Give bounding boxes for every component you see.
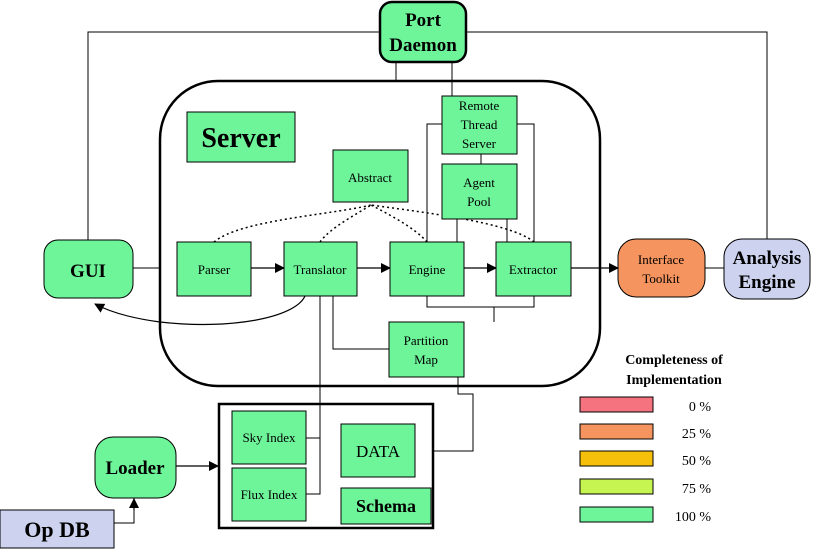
sky-index-node[interactable]: Sky Index (231, 410, 307, 465)
legend-swatch (579, 396, 654, 413)
flux-index-label: Flux Index (241, 487, 298, 502)
translator-node[interactable]: Translator (283, 241, 358, 297)
legend-swatch (579, 506, 654, 523)
partition-map-node[interactable]: Partition Map (388, 321, 465, 378)
translator-label: Translator (294, 262, 348, 277)
gui-node[interactable]: GUI (43, 239, 134, 299)
legend-label: 100 % (675, 510, 712, 525)
engine-extractor-bottom-line (426, 296, 535, 308)
partition-label-2: Map (414, 352, 438, 367)
partition-data-line (433, 377, 474, 452)
engine-node[interactable]: Engine (389, 241, 465, 297)
analysis-engine-node[interactable]: Analysis Engine (723, 238, 811, 300)
abstract-node[interactable]: Abstract (332, 149, 409, 203)
parser-node[interactable]: Parser (176, 241, 252, 297)
arrows (94, 263, 619, 510)
loader-node[interactable]: Loader (94, 436, 177, 499)
translator-abstract-dots (319, 204, 372, 243)
legend-label: 75 % (682, 482, 712, 497)
legend-title-1: Completeness of (625, 353, 723, 368)
port-daemon-label-2: Daemon (389, 35, 457, 56)
legend: Completeness of Implementation 0 % 25 % 50… (579, 353, 723, 525)
op-db-label: Op DB (24, 517, 90, 542)
flux-bracket (306, 438, 321, 495)
data-label: DATA (356, 442, 401, 461)
schema-node[interactable]: Schema (340, 487, 432, 525)
interface-toolkit-node[interactable]: Interface Toolkit (617, 238, 706, 298)
remote-label-3: Server (462, 136, 497, 151)
legend-label: 0 % (689, 400, 712, 415)
legend-swatch (579, 450, 654, 467)
parser-abstract-dots (213, 204, 372, 243)
remote-label-2: Thread (461, 117, 498, 132)
extractor-label: Extractor (509, 262, 558, 277)
partition-label-1: Partition (404, 333, 449, 348)
analysis-label-1: Analysis (733, 248, 802, 269)
gui-port-line (87, 31, 380, 240)
legend-label: 50 % (682, 454, 712, 469)
remote-extractor-line (517, 123, 535, 242)
agent-pool-node[interactable]: Agent Pool (441, 163, 518, 220)
toolkit-label-2: Toolkit (642, 271, 680, 286)
abstract-label: Abstract (348, 170, 392, 185)
server-boundary (158, 79, 602, 388)
translator-partition-line (332, 296, 389, 350)
translator-gui-arrow (94, 295, 306, 326)
agent-pool-label-2: Pool (467, 194, 491, 209)
remote-engine-line (426, 123, 442, 242)
schema-label: Schema (356, 496, 416, 516)
legend-items: 0 % 25 % 50 % 75 % 100 % (579, 396, 712, 525)
parser-label: Parser (198, 262, 231, 277)
legend-title-2: Implementation (626, 373, 722, 388)
remote-thread-server-node[interactable]: Remote Thread Server (441, 95, 518, 155)
server-title: Server (201, 123, 280, 154)
sky-bracket (306, 405, 321, 439)
server-title-node: Server (186, 111, 296, 163)
extractor-node[interactable]: Extractor (495, 241, 572, 297)
engine-abstract-dots (370, 204, 428, 243)
engine-label: Engine (409, 262, 446, 277)
legend-label: 25 % (682, 427, 712, 442)
toolkit-label-1: Interface (638, 252, 684, 267)
port-analysis-line (466, 31, 768, 240)
legend-swatch (579, 423, 654, 440)
data-node[interactable]: DATA (340, 423, 416, 478)
op-db-node[interactable]: Op DB (0, 509, 115, 549)
flux-index-node[interactable]: Flux Index (231, 467, 307, 522)
opdb-loader-line (114, 498, 135, 524)
legend-swatch (579, 478, 654, 495)
port-daemon-label-1: Port (405, 10, 442, 31)
port-daemon-node[interactable]: Port Daemon (378, 0, 468, 64)
agent-pool-label-1: Agent (463, 175, 495, 190)
sky-index-label: Sky Index (242, 430, 296, 445)
analysis-label-2: Engine (738, 272, 795, 293)
loader-label: Loader (105, 458, 165, 479)
remote-label-1: Remote (459, 98, 500, 113)
gui-label: GUI (70, 261, 106, 282)
database-box (217, 402, 435, 530)
